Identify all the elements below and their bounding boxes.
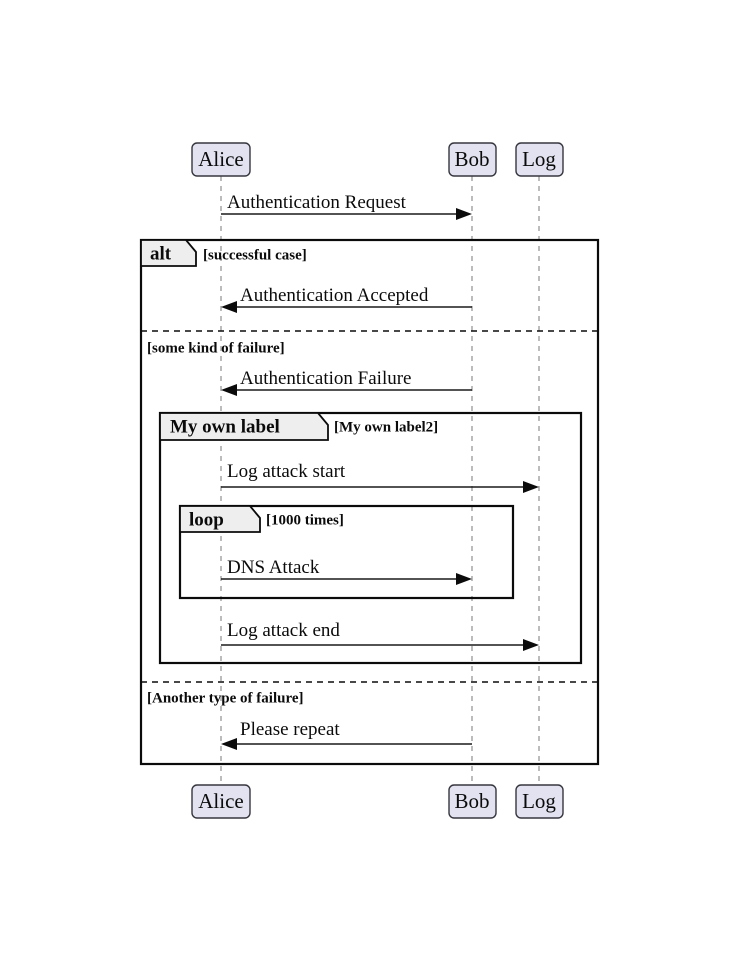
arrowhead-right-icon: [523, 481, 539, 493]
frame-alt-guard-label: [successful case]: [203, 247, 307, 263]
frame-loop-guard: [1000 times]: [266, 512, 344, 528]
frame-loop: loop [1000 times]: [178, 504, 515, 600]
participants-foot-group: Alice Bob Log: [191, 784, 564, 819]
message-authentication-request: Authentication Request: [221, 192, 472, 220]
participants-head-group: Alice Bob Log: [191, 142, 564, 177]
participant-label: Alice: [198, 147, 243, 171]
message-log-attack-end: Log attack end: [221, 620, 539, 651]
frame-my-own-label: My own label [My own label2]: [158, 411, 583, 665]
frame-alt-tab-shape: [140, 239, 197, 267]
message-please-repeat: Please repeat: [221, 719, 472, 750]
participant-head-alice[interactable]: Alice: [191, 142, 251, 177]
message-label: Authentication Accepted: [240, 285, 429, 306]
arrowhead-right-icon: [456, 573, 472, 585]
participant-box[interactable]: [191, 142, 251, 177]
arrowhead-left-icon: [221, 384, 237, 396]
arrowhead-left-icon: [221, 301, 237, 313]
lifelines-group: [220, 176, 540, 785]
participant-foot-bob[interactable]: Bob: [448, 784, 497, 819]
message-authentication-failure: Authentication Failure: [221, 368, 472, 396]
participant-box[interactable]: [515, 142, 564, 177]
participant-head-bob[interactable]: Bob: [448, 142, 497, 177]
message-label: Log attack start: [227, 461, 346, 482]
arrowhead-right-icon: [456, 208, 472, 220]
frame-my-own-label-border: [158, 411, 583, 665]
message-label: Authentication Request: [227, 192, 407, 213]
frame-alt: alt [successful case] [some kind of fail…: [139, 238, 600, 766]
participant-box[interactable]: [515, 784, 564, 819]
participant-box[interactable]: [191, 784, 251, 819]
frame-alt-tab-label: alt: [150, 243, 172, 264]
message-label: DNS Attack: [227, 557, 320, 578]
participant-foot-alice[interactable]: Alice: [191, 784, 251, 819]
frame-alt-divider-2-guard: [Another type of failure]: [147, 690, 304, 706]
frame-loop-tab-label: loop: [189, 509, 224, 530]
participant-box[interactable]: [448, 142, 497, 177]
message-log-attack-start: Log attack start: [221, 461, 539, 493]
participant-foot-log[interactable]: Log: [515, 784, 564, 819]
participant-box[interactable]: [448, 784, 497, 819]
participant-label: Alice: [198, 789, 243, 813]
frame-alt-border: [139, 238, 600, 766]
frame-loop-border: [178, 504, 515, 600]
participant-label: Bob: [454, 147, 489, 171]
frame-loop-tab-shape: [179, 505, 261, 533]
message-authentication-accepted: Authentication Accepted: [221, 285, 472, 313]
message-dns-attack: DNS Attack: [221, 557, 472, 585]
message-label: Please repeat: [240, 719, 340, 740]
message-label: Log attack end: [227, 620, 340, 641]
frame-my-own-label-guard: [My own label2]: [334, 419, 438, 435]
frame-my-own-label-tab-shape: [159, 412, 329, 441]
message-label: Authentication Failure: [240, 368, 411, 389]
messages-group: Authentication Request Authentication Ac…: [221, 192, 539, 750]
frame-my-own-label-tab-label: My own label: [170, 416, 280, 437]
frame-alt-divider-1-guard: [some kind of failure]: [147, 340, 285, 356]
participant-head-log[interactable]: Log: [515, 142, 564, 177]
participant-label: Log: [522, 789, 556, 813]
arrowhead-right-icon: [523, 639, 539, 651]
arrowhead-left-icon: [221, 738, 237, 750]
participant-label: Log: [522, 147, 556, 171]
participant-label: Bob: [454, 789, 489, 813]
